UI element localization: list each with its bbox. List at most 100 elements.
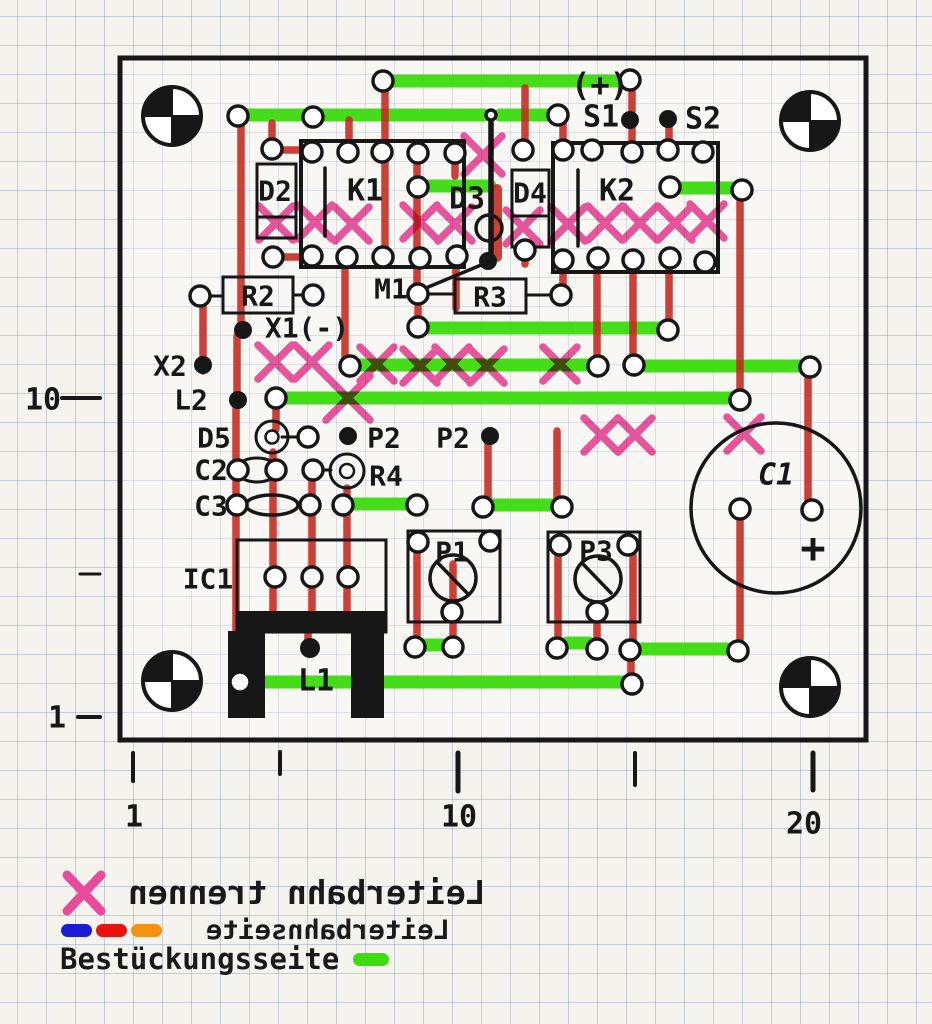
solder-pad — [338, 354, 362, 378]
label-R2: R2 — [241, 280, 275, 313]
solder-pad — [730, 178, 754, 202]
solder-pad — [546, 103, 570, 127]
solder-pad — [618, 68, 642, 92]
solder-pad — [798, 355, 822, 379]
solder-pad — [300, 244, 324, 268]
cut-mark-x — [686, 200, 728, 242]
solder-pad — [301, 458, 325, 482]
solder-pad — [226, 458, 250, 482]
label-C3: C3 — [194, 490, 228, 523]
label-L2: L2 — [174, 384, 208, 417]
solder-pad — [300, 565, 324, 589]
fiducial-mark — [141, 650, 203, 712]
solder-pad — [545, 636, 569, 660]
axis-bottom-label-20: 20 — [786, 807, 822, 842]
component-circle — [474, 213, 504, 243]
cut-mark-x — [331, 203, 373, 245]
component-circle — [328, 452, 366, 490]
heatsink-bar — [237, 611, 386, 632]
solder-pad — [551, 248, 575, 272]
label-C1: C1 — [758, 458, 794, 493]
component-circle — [254, 419, 290, 455]
junction-dot — [229, 391, 247, 409]
component-lead — [582, 563, 613, 595]
cut-mark-x — [322, 372, 374, 424]
solder-pad — [264, 458, 288, 482]
solder-pad — [228, 670, 252, 694]
cut-mark-x — [580, 414, 622, 456]
junction-dot — [194, 356, 212, 374]
solder-pad — [408, 246, 432, 270]
solder-pad — [300, 140, 324, 164]
label-S2: S2 — [685, 102, 721, 137]
solder-pad — [478, 529, 502, 553]
solder-pad — [371, 245, 395, 269]
solder-pad — [336, 565, 360, 589]
solder-pad — [586, 246, 610, 270]
solder-pad — [728, 497, 752, 521]
solder-pad — [693, 250, 717, 274]
fiducial-wedge — [143, 652, 172, 681]
fiducial-wedge — [810, 121, 839, 150]
junction-dot — [339, 427, 357, 445]
solder-pad — [728, 388, 752, 412]
solder-pad — [484, 108, 498, 122]
cut-mark-x — [539, 343, 581, 385]
cut-mark-x — [584, 202, 626, 244]
solder-pad — [580, 138, 604, 162]
axis-bottom-label-10: 10 — [441, 800, 477, 835]
label-D4: D4 — [513, 177, 547, 210]
solder-pad — [335, 245, 359, 269]
label-K1: K1 — [347, 174, 383, 209]
solder-pad — [585, 600, 609, 624]
label-+: (+) — [571, 66, 629, 104]
cut-mark-x — [434, 203, 476, 245]
fiducial-mark — [779, 656, 841, 718]
solder-pad — [513, 238, 537, 262]
solder-pad — [551, 138, 575, 162]
solder-pad — [585, 637, 609, 661]
solder-pad — [620, 140, 644, 164]
solder-pad — [263, 565, 287, 589]
solder-pad — [225, 493, 249, 517]
axis-left-label-1: 1 — [48, 701, 66, 736]
junction-dot — [481, 427, 499, 445]
cut-mark-x — [466, 345, 508, 387]
solder-pad — [188, 284, 212, 308]
label-M1: M1 — [374, 273, 408, 306]
solder-pad — [370, 140, 394, 164]
label-D5: D5 — [197, 422, 231, 455]
solder-pad — [406, 315, 430, 339]
fiducial-wedge — [781, 92, 810, 121]
component-circle — [689, 421, 863, 595]
label-X1-: X1(-) — [265, 312, 349, 345]
label-C2: C2 — [194, 454, 228, 487]
solder-pad — [618, 638, 642, 662]
label-P2: P2 — [367, 422, 401, 455]
solder-pad — [622, 353, 646, 377]
component-lead — [436, 561, 469, 595]
board-outline — [117, 55, 869, 743]
fiducial-wedge — [172, 681, 201, 710]
junction-dot — [300, 638, 320, 658]
junction-dot — [621, 111, 639, 129]
axis-left-label-10: 10 — [25, 383, 61, 418]
solder-pad — [550, 495, 574, 519]
cut-mark-x — [254, 341, 296, 383]
solder-pad — [548, 533, 572, 557]
component-lead — [419, 261, 488, 292]
solder-pad — [726, 639, 750, 663]
solder-pad — [371, 69, 395, 93]
label-P3: P3 — [579, 535, 613, 568]
component-circle — [264, 429, 280, 445]
cut-mark-x — [431, 343, 473, 385]
junction-dot — [479, 252, 497, 270]
solder-pad — [800, 498, 824, 522]
cut-mark-x — [399, 345, 441, 387]
solder-pad — [406, 141, 430, 165]
component-box — [255, 162, 298, 240]
solder-pad — [261, 245, 285, 269]
label-D2: D2 — [258, 175, 292, 208]
solder-pad — [586, 354, 610, 378]
